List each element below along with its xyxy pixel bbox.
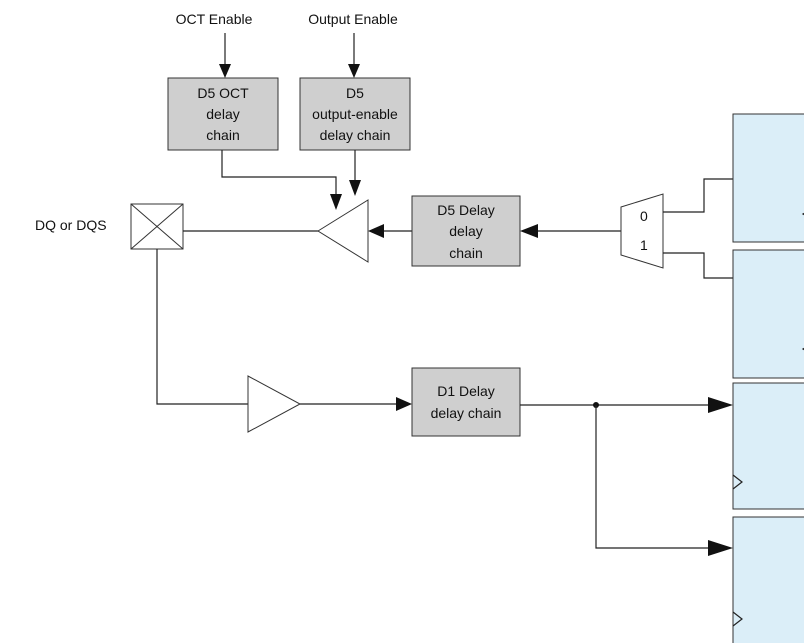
- d5-oe-line-3: delay chain: [320, 127, 391, 143]
- d5-oe-line-2: output-enable: [312, 106, 398, 122]
- register-4-clock-icon: [732, 611, 743, 627]
- register-3-clock-icon: [732, 474, 743, 490]
- register-block-1: [732, 113, 804, 243]
- pad-to-input-buffer-wire: [156, 249, 248, 405]
- d1-to-register-4-wire: [595, 405, 708, 549]
- output-enable-arrowhead: [348, 64, 360, 78]
- d5-delay-line-1: D5 Delay: [437, 202, 495, 218]
- mux-to-d5-delay-arrowhead: [520, 224, 538, 238]
- d5-delay-line-2: delay: [449, 223, 482, 239]
- register-1-to-mux-0-wire: [663, 178, 733, 213]
- d1-to-register-4-arrowhead: [708, 540, 733, 556]
- d1-to-register-3-arrowhead: [708, 397, 733, 413]
- d1-delay-chain-block: D1 Delay delay chain: [411, 367, 521, 437]
- oct-to-buffer-arrowhead: [330, 194, 342, 210]
- d5-delay-line-3: chain: [449, 245, 482, 261]
- d5-delay-to-buffer-arrowhead: [368, 224, 384, 238]
- d5-oe-line-1: D5: [346, 85, 364, 101]
- input-buffer-triangle: [247, 375, 302, 433]
- d1-delay-line-1: D1 Delay: [437, 383, 495, 399]
- d5-oct-delay-chain-block: D5 OCT delay chain: [167, 77, 279, 151]
- register-1-clock-icon: [801, 212, 804, 216]
- oct-enable-arrowhead: [219, 64, 231, 78]
- pin-label: DQ or DQS: [35, 217, 107, 233]
- d1-delay-line-2: delay chain: [431, 405, 502, 421]
- d5-oct-line-3: chain: [206, 127, 239, 143]
- register-2-to-mux-1-wire: [663, 252, 733, 279]
- d5-oct-line-1: D5 OCT: [197, 85, 249, 101]
- register-2-clock-icon: [801, 347, 804, 351]
- d5-delay-chain-block: D5 Delay delay chain: [411, 195, 521, 267]
- mux-input-0-label: 0: [640, 208, 648, 224]
- output-enable-label: Output Enable: [308, 11, 398, 27]
- d5-oct-line-2: delay: [206, 106, 239, 122]
- output-mux: 0 1: [620, 193, 664, 269]
- oe-to-buffer-arrowhead: [349, 180, 361, 196]
- mux-input-1-label: 1: [640, 237, 648, 253]
- oct-enable-label: OCT Enable: [176, 11, 253, 27]
- output-buffer-triangle: [317, 199, 369, 263]
- io-pad-icon: [130, 203, 184, 250]
- register-block-3: [732, 382, 804, 510]
- register-block-2: [732, 249, 804, 379]
- oct-to-buffer-wire: [221, 150, 337, 195]
- register-block-4: [732, 516, 804, 643]
- d5-output-enable-delay-chain-block: D5 output-enable delay chain: [299, 77, 411, 151]
- input-buffer-to-d1-arrowhead: [396, 397, 412, 411]
